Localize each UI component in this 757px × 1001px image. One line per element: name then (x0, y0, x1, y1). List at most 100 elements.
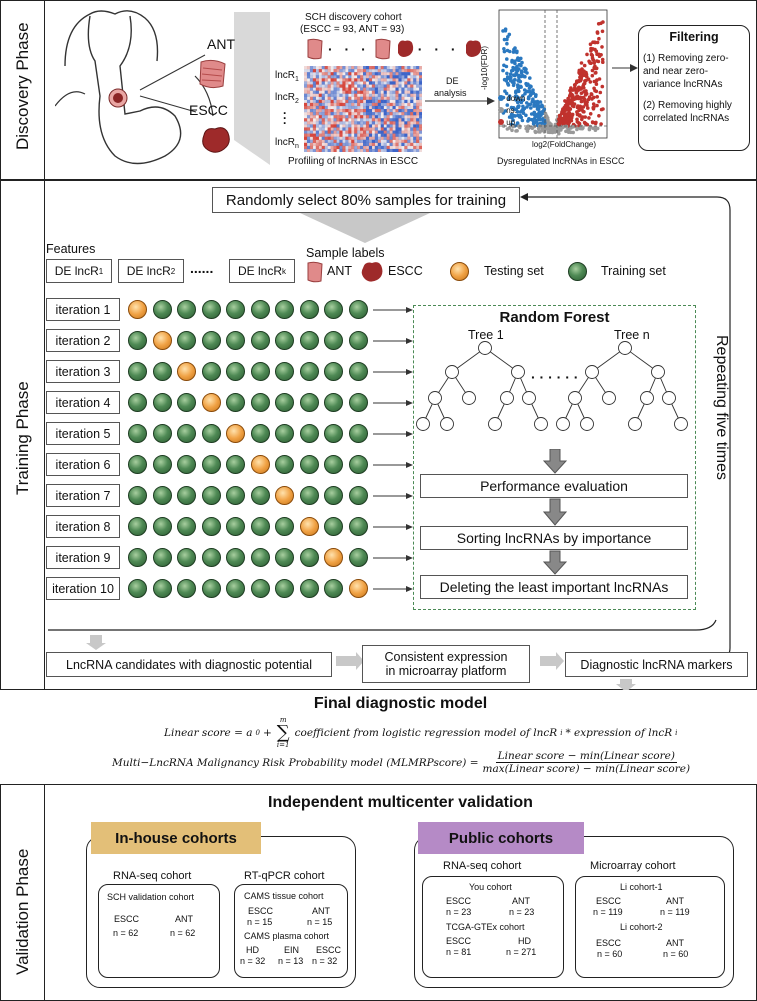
feature-k-text: DE lncR (237, 264, 282, 278)
eq1-sum-top: m (279, 716, 287, 724)
iteration-label: iteration 4 (46, 391, 120, 414)
sch-escc-n: n = 62 (113, 928, 139, 938)
equation-2: Multi−LncRNA Malignancy Risk Probability… (112, 750, 690, 775)
training-sample-dot (152, 455, 172, 474)
legend-testing-dot (450, 262, 469, 281)
sch-validation-box (98, 884, 220, 978)
training-sample-dot (348, 517, 368, 536)
de-analysis-label-2: analysis (434, 88, 467, 98)
training-sample-dot (250, 331, 270, 350)
validation-title: Independent multicenter validation (268, 794, 533, 811)
training-sample-dot (226, 517, 245, 536)
sch-ant-n: n = 62 (170, 928, 196, 938)
ct-escc-n: n = 15 (247, 917, 273, 927)
lnc-row-dots: ... (283, 103, 287, 127)
tcga-hd-n: n = 271 (506, 947, 537, 957)
filtering-step-1: (1) Removing zero- and near zero-varianc… (643, 53, 729, 90)
tcga-escc-n: n = 81 (446, 947, 472, 957)
anatomy-pointer-lines (139, 12, 270, 165)
inhouse-cohorts-header: In-house cohorts (91, 822, 261, 854)
legend-ns: ns. (506, 106, 517, 115)
eq2-denominator: max(Linear score) − min(Linear score) (482, 763, 691, 775)
ct-escc: ESCC (248, 906, 274, 916)
training-sample-dot (226, 362, 245, 381)
iteration-arrow (373, 493, 413, 499)
training-sample-dot (250, 362, 270, 381)
iteration-arrow (373, 586, 413, 592)
training-sample-dot (299, 548, 319, 567)
training-sample-dot (128, 517, 147, 536)
training-sample-dot (128, 486, 147, 505)
lnc-row-n: lncRn (275, 137, 299, 150)
features-label: Features (46, 242, 96, 256)
legend-ant-icon (307, 261, 323, 283)
training-sample-dot (324, 300, 343, 319)
li2-escc-n: n = 60 (597, 949, 623, 959)
feature-dots: ...... (190, 260, 214, 276)
cp-hd-n: n = 32 (240, 956, 266, 966)
training-sample-dot (299, 579, 319, 598)
training-sample-dot (152, 300, 172, 319)
tcga-escc: ESCC (446, 936, 472, 946)
training-sample-dot (201, 300, 221, 319)
sorting-box: Sorting lncRNAs by importance (420, 526, 688, 550)
you-escc-n: n = 23 (446, 907, 472, 917)
training-sample-dot (250, 424, 270, 443)
volcano-plot (498, 9, 608, 139)
training-sample-dot (177, 331, 196, 350)
iteration-label: iteration 1 (46, 298, 120, 321)
training-sample-dot (128, 579, 147, 598)
volcano-legend: down ns. up (498, 93, 525, 129)
training-sample-dot (226, 486, 245, 505)
training-sample-dot (324, 517, 343, 536)
cp-hd: HD (246, 945, 259, 955)
training-sample-dot (275, 393, 294, 412)
training-sample-dot (250, 579, 270, 598)
training-sample-dot (324, 393, 343, 412)
li2-escc: ESCC (596, 938, 622, 948)
training-sample-dot (177, 517, 196, 536)
training-sample-dot (299, 486, 319, 505)
training-sample-dot (128, 393, 147, 412)
training-sample-dot (152, 548, 172, 567)
li1-ant-n: n = 119 (660, 907, 690, 917)
training-sample-dot (275, 300, 294, 319)
training-sample-dot (324, 424, 343, 443)
cohort-title: SCH discovery cohort (305, 12, 402, 23)
inhouse-rnaseq-label: RNA-seq cohort (113, 870, 192, 882)
final-model-title: Final diagnostic model (313, 695, 488, 712)
validation-phase-label: Validation Phase (13, 848, 32, 975)
testing-sample-dot (299, 517, 319, 536)
feature-2-text: DE lncR (126, 264, 171, 278)
random-forest-title: Random Forest (499, 309, 610, 326)
de-analysis-label-1: DE (446, 76, 459, 86)
heatmap-header-dots: · · · · · · (306, 38, 482, 60)
eq1-rhs: coefficient from logistic regression mod… (294, 727, 558, 739)
training-sample-dot (226, 331, 245, 350)
cp-ein-n: n = 13 (278, 956, 304, 966)
rf-flow-arrows (543, 449, 567, 575)
training-sample-dot (275, 455, 294, 474)
deleting-box: Deleting the least important lncRNAs (420, 575, 688, 599)
training-sample-dot (128, 455, 147, 474)
consistent-line-2: in microarray platform (385, 664, 507, 678)
eq1-mid: * expression of lncR (565, 727, 673, 739)
eq2-lhs: Multi−LncRNA Malignancy Risk Probability… (112, 756, 479, 769)
iteration-arrow (373, 462, 413, 468)
cp-escc-n: n = 32 (312, 956, 338, 966)
legend-training-label: Training set (601, 264, 666, 278)
training-sample-dot (348, 300, 368, 319)
iteration-arrow (373, 555, 413, 561)
training-sample-dot (324, 331, 343, 350)
training-sample-dot (348, 548, 368, 567)
public-cohorts-header: Public cohorts (418, 822, 584, 854)
training-sample-dot (324, 455, 343, 474)
you-ant-n: n = 23 (509, 907, 535, 917)
legend-escc-icon (361, 262, 383, 282)
training-sample-dot (177, 579, 196, 598)
training-sample-dot (299, 393, 319, 412)
training-sample-dot (275, 362, 294, 381)
